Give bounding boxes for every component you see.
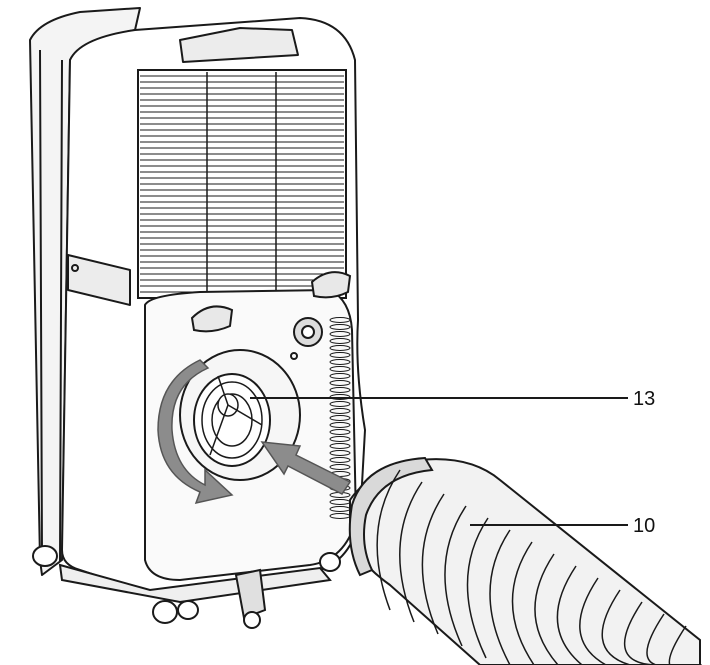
vent-slot — [329, 401, 351, 407]
vent-slot — [329, 359, 351, 365]
vent-slot — [329, 415, 351, 421]
casters — [32, 545, 341, 629]
control-knob-center — [301, 325, 315, 339]
drain-cap — [243, 611, 261, 629]
hose-rib — [646, 613, 678, 665]
exhaust-port-spoke-3 — [217, 375, 229, 406]
caster-front-right — [319, 552, 341, 572]
hose-rib — [579, 577, 607, 665]
rotation-arrow — [157, 359, 234, 505]
hose-rib — [601, 589, 631, 665]
hose-rib — [668, 625, 702, 665]
vent-slot — [329, 317, 351, 323]
side-handle — [67, 254, 131, 306]
upper-air-grille — [137, 69, 347, 299]
caster-front-left-inner — [177, 600, 199, 620]
hose-rib — [623, 601, 655, 665]
hose-rib — [421, 493, 445, 635]
hose-rib — [489, 529, 511, 665]
hose-rib — [376, 469, 401, 611]
top-handle — [179, 27, 299, 63]
vent-slot — [329, 387, 351, 393]
vent-slot — [329, 450, 351, 456]
small-port — [290, 352, 298, 360]
hose-rib — [399, 481, 423, 623]
exhaust-hose — [348, 456, 702, 665]
hose-rib — [534, 553, 559, 665]
callout-13: 13 — [250, 388, 655, 410]
caster-front-left — [152, 600, 178, 624]
exhaust-port-center-ring — [211, 393, 253, 447]
side-screw — [71, 264, 79, 272]
vent-slot — [329, 366, 351, 372]
hose-rib — [556, 565, 583, 665]
hose-cuff — [348, 456, 434, 577]
caster-rear-left — [32, 545, 58, 567]
vent-slot — [329, 436, 351, 442]
left-clip — [190, 305, 234, 333]
grille-slats — [140, 75, 344, 293]
exhaust-port-spoke-2 — [227, 404, 263, 426]
vent-slot — [329, 464, 351, 470]
vent-slot — [329, 324, 351, 330]
vent-slot — [329, 422, 351, 428]
vent-slot — [329, 380, 351, 386]
exhaust-port-spoke-1 — [209, 404, 229, 456]
hose-rib — [444, 505, 467, 647]
vent-slot — [329, 338, 351, 344]
hose-rib — [466, 517, 489, 659]
vent-slot — [329, 408, 351, 414]
callout-label-13: 13 — [633, 388, 655, 410]
base-plate — [58, 563, 332, 604]
hose-ribs — [376, 469, 702, 665]
callout-10: 10 — [470, 515, 655, 537]
unit-side-edge — [39, 49, 63, 563]
vent-slot — [329, 345, 351, 351]
vent-slot — [329, 352, 351, 358]
vent-slot — [329, 373, 351, 379]
insertion-arrow — [260, 441, 352, 495]
hose-body — [349, 458, 701, 665]
vent-slot — [329, 443, 351, 449]
vent-slot — [329, 331, 351, 337]
exhaust-port-ring — [193, 373, 271, 467]
drain-plug — [234, 568, 267, 620]
vent-slot — [329, 457, 351, 463]
hose-rib — [511, 541, 535, 665]
callout-label-10: 10 — [633, 515, 655, 537]
right-clip — [310, 271, 352, 299]
vent-slot — [329, 429, 351, 435]
exhaust-port-inner-ring — [201, 381, 263, 459]
